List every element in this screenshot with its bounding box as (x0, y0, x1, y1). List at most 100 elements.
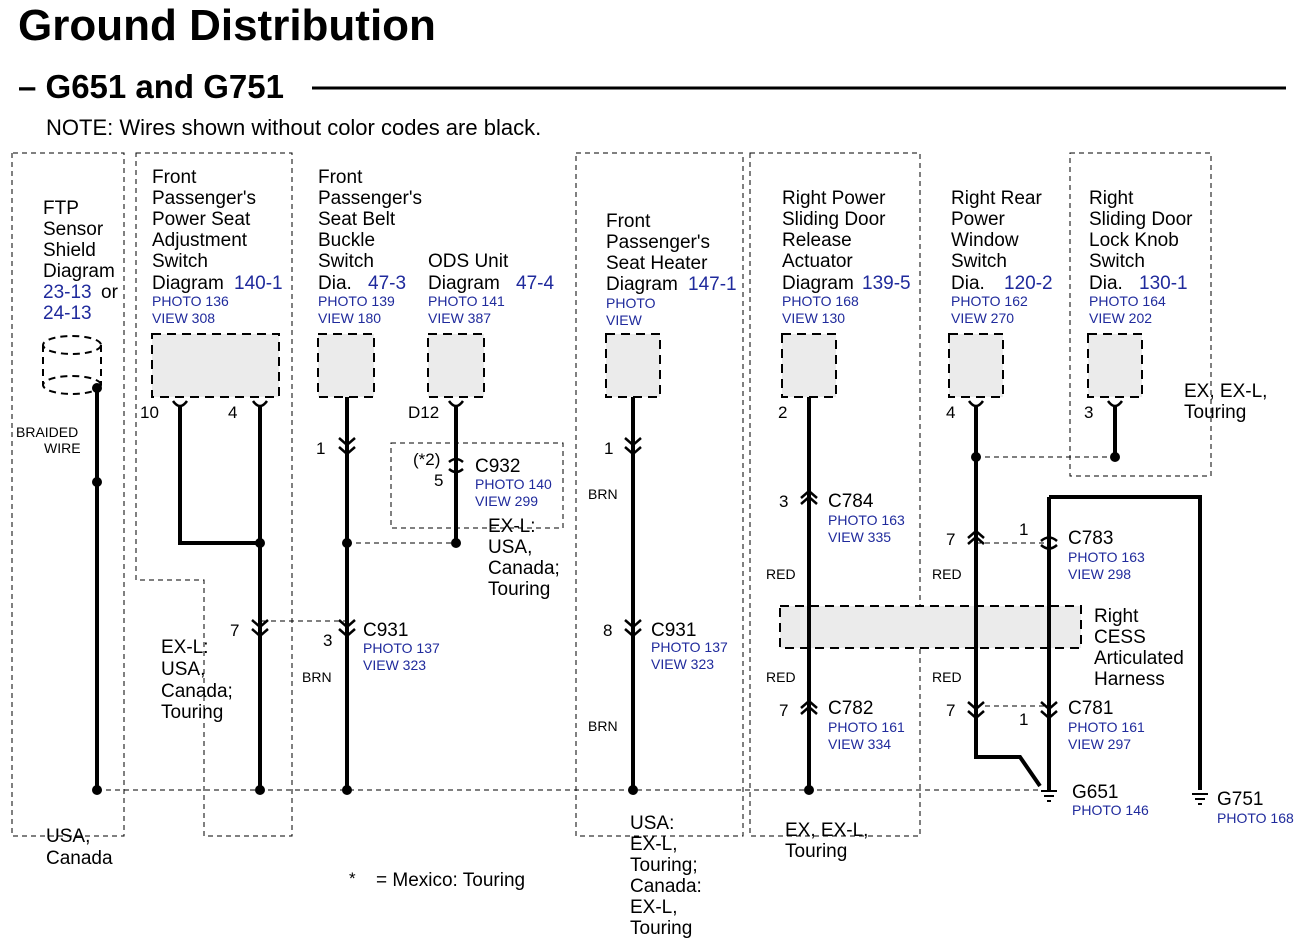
svg-text:VIEW 299[interactable]: VIEW 299 (475, 493, 538, 509)
svg-text:BRN: BRN (588, 718, 618, 734)
svg-text:VIEW 308[interactable]: VIEW 308 (152, 310, 215, 326)
region-outlines (11, 152, 1212, 837)
svg-text:PHOTO 164[interactable]: PHOTO 164 (1089, 293, 1166, 309)
svg-text:VIEW 387[interactable]: VIEW 387 (428, 310, 491, 326)
c781-name: C781 (1068, 698, 1113, 719)
rear-window-switch: Right Rear Power Window Switch Dia. 120-… (932, 188, 1053, 582)
c931-name: C931 (363, 620, 408, 641)
svg-text:PHOTO 168[interactable]: PHOTO 168 (1217, 810, 1294, 826)
ground-icon (1041, 790, 1057, 802)
shield-icon (42, 335, 102, 395)
svg-text:Right Rear Power W: Right Rear Power Window Switch Dia. (951, 188, 1047, 294)
seat-adjust-ref[interactable]: 140-1 (234, 273, 283, 294)
svg-text:PHOTO 168[interactable]: PHOTO 168 (782, 293, 859, 309)
inline-connectors (251, 437, 1058, 720)
svg-text:47-4[interactable]: 47-4 (516, 273, 554, 294)
svg-text:VIEW 202[interactable]: VIEW 202 (1089, 310, 1152, 326)
svg-text:RED: RED (932, 669, 962, 685)
svg-text:8: 8 (603, 621, 612, 640)
svg-text:RED: RED (932, 566, 962, 582)
lock-knob-switch: Right Sliding Door Lock Knob Switch Dia.… (1084, 188, 1273, 423)
cess-harness: Right CESS Articulated Harness (779, 600, 1184, 690)
svg-text:PHOTO 136[interactable]: PHOTO 136 (152, 293, 229, 309)
footnote-star: * (349, 869, 356, 888)
ground-g651: G651 PHOTO 146 (1041, 782, 1149, 818)
svg-text:1: 1 (316, 439, 325, 458)
svg-text:4: 4 (946, 403, 955, 422)
svg-text:PHOTO 163[interactable]: PHOTO 163 (1068, 549, 1145, 565)
cess-harness-box (779, 605, 1082, 649)
ftp-region: USA, Canada (46, 826, 113, 869)
svg-text:VIEW 270[interactable]: VIEW 270 (951, 310, 1014, 326)
svg-text:VIEW 297[interactable]: VIEW 297 (1068, 736, 1131, 752)
ods-unit: ODS Unit Diagram 47-4 PHOTO 141 VIEW 387… (408, 251, 565, 600)
seat-adjust-switch: Front Passenger's Power Seat Adjustment … (140, 167, 283, 723)
svg-text:PHOTO 161[interactable]: PHOTO 161 (1068, 719, 1145, 735)
svg-text:VIEW 335[interactable]: VIEW 335 (828, 529, 891, 545)
svg-text:PHOTO 161[interactable]: PHOTO 161 (828, 719, 905, 735)
svg-text:PHOTO 141[interactable]: PHOTO 141 (428, 293, 505, 309)
c931-heater-name: C931 (651, 620, 696, 641)
ground-icon (1192, 793, 1208, 805)
svg-text:VIEW 323[interactable]: VIEW 323 (363, 657, 426, 673)
svg-text:139-5[interactable]: 139-5 (862, 273, 911, 294)
svg-text:130-1[interactable]: 130-1 (1139, 273, 1188, 294)
svg-text:1: 1 (1019, 710, 1028, 729)
svg-text:5: 5 (434, 471, 443, 490)
svg-text:3: 3 (1084, 403, 1093, 422)
c784-name: C784 (828, 491, 874, 512)
svg-text:Front Passenger's: Front Passenger's Power Seat Adjustment … (152, 167, 261, 294)
svg-text:VIEW 298[interactable]: VIEW 298 (1068, 566, 1131, 582)
wires (95, 388, 1202, 790)
seat-adjust-region: EX-L: USA, Canada; Touring (161, 637, 238, 723)
seat-belt-switch: Front Passenger's Seat Belt Buckle Switc… (302, 167, 427, 685)
region-heater (575, 152, 744, 837)
svg-text:VIEW[interactable]: VIEW (606, 312, 643, 328)
svg-text:VIEW 334[interactable]: VIEW 334 (828, 736, 891, 752)
g651-name: G651 (1072, 782, 1118, 803)
svg-text:RED: RED (766, 566, 796, 582)
svg-text:10: 10 (140, 403, 159, 422)
ods-box (427, 333, 485, 398)
ods-region: EX-L: USA, Canada; Touring (488, 516, 565, 600)
svg-text:(*2): (*2) (413, 450, 440, 469)
svg-text:PHOTO 137[interactable]: PHOTO 137 (651, 639, 728, 655)
note-text: NOTE: Wires shown without color codes ar… (46, 115, 541, 140)
svg-text:Front Passenger's: Front Passenger's Seat Heater Diagram (606, 211, 715, 295)
svg-text:ODS Unit Diagram: ODS Unit Diagram (428, 251, 514, 294)
svg-text:PHOTO[interactable]: PHOTO (606, 295, 656, 311)
svg-text:PHOTO 163[interactable]: PHOTO 163 (828, 512, 905, 528)
splice-dots (92, 383, 1120, 795)
svg-text:VIEW 323[interactable]: VIEW 323 (651, 656, 714, 672)
svg-text:3: 3 (779, 492, 788, 511)
svg-text:120-2[interactable]: 120-2 (1004, 273, 1053, 294)
svg-text:PHOTO 139[interactable]: PHOTO 139 (318, 293, 395, 309)
svg-text:D12: D12 (408, 403, 439, 422)
svg-text:7: 7 (779, 701, 788, 720)
svg-text:7: 7 (946, 701, 955, 720)
svg-text:PHOTO 140[interactable]: PHOTO 140 (475, 476, 552, 492)
ground-g751: G751 PHOTO 168 (1192, 789, 1294, 826)
svg-text:1: 1 (604, 439, 613, 458)
svg-text:VIEW 130[interactable]: VIEW 130 (782, 310, 845, 326)
ftp-sensor-shield: FTP Sensor Shield Diagram 23-13 or 24-13… (16, 198, 119, 869)
svg-text:Front Passenger's: Front Passenger's Seat Belt Buckle Switc… (318, 167, 427, 294)
page-subtitle: – G651 and G751 (18, 68, 284, 105)
seat-belt-box (317, 333, 375, 398)
svg-text:PHOTO 146[interactable]: PHOTO 146 (1072, 802, 1149, 818)
pin-terminals (171, 400, 1124, 408)
footnote-text: = Mexico: Touring (376, 870, 525, 891)
svg-text:PHOTO 162[interactable]: PHOTO 162 (951, 293, 1028, 309)
svg-text:47-3[interactable]: 47-3 (368, 273, 406, 294)
connector-labels: (*2) 5 C932 PHOTO 140 VIEW 299 7 3 C931 … (230, 450, 1145, 752)
door-release-region: EX, EX-L, Touring (785, 820, 874, 862)
c782-name: C782 (828, 698, 873, 719)
lock-knob-region: EX, EX-L, Touring (1184, 381, 1273, 423)
svg-text:VIEW 180[interactable]: VIEW 180 (318, 310, 381, 326)
ftp-ref-1[interactable]: 23-13 (43, 282, 92, 303)
svg-text:PHOTO 137[interactable]: PHOTO 137 (363, 640, 440, 656)
region-lock-knob (1069, 152, 1212, 477)
svg-text:147-1[interactable]: 147-1 (688, 274, 737, 295)
ftp-ref-2[interactable]: 24-13 (43, 303, 92, 324)
g751-name: G751 (1217, 789, 1263, 810)
